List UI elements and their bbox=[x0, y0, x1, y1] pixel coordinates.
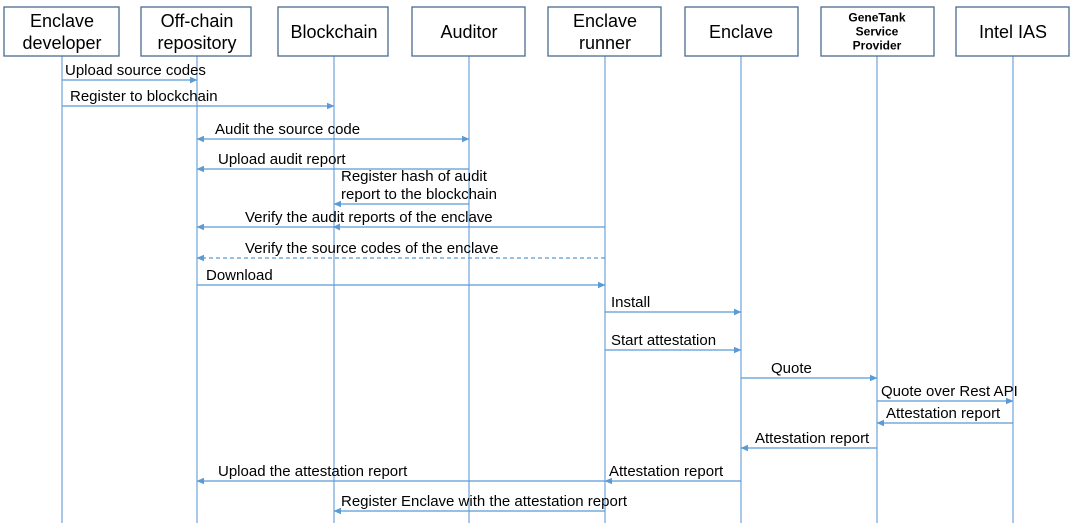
actor-box bbox=[820, 6, 935, 57]
actor-label: Blockchain bbox=[290, 22, 377, 42]
actor-label: Enclave bbox=[573, 11, 637, 31]
actor-box bbox=[140, 6, 252, 57]
message-3: Audit the source code bbox=[196, 121, 470, 143]
message-label: Install bbox=[611, 294, 650, 311]
message-9: Install bbox=[605, 294, 742, 316]
message-6: Verify the audit reports of the enclave bbox=[196, 209, 605, 231]
message-1: Upload source codes bbox=[62, 62, 206, 84]
arrowhead-mark bbox=[333, 223, 340, 231]
message-label: Download bbox=[206, 267, 273, 284]
message-4: Upload audit report bbox=[196, 151, 469, 173]
message-12: Quote over Rest API bbox=[877, 383, 1018, 405]
actor-label: GeneTank bbox=[848, 11, 905, 25]
message-2: Register to blockchain bbox=[62, 88, 335, 110]
message-label: Attestation report bbox=[609, 463, 724, 480]
actor-label: Service bbox=[856, 25, 899, 39]
message-label: report to the blockchain bbox=[341, 186, 497, 203]
actor-label: Enclave bbox=[709, 22, 773, 42]
message-label: Verify the source codes of the enclave bbox=[245, 240, 498, 257]
message-label: Register Enclave with the attestation re… bbox=[341, 493, 628, 510]
actor-label: Off-chain bbox=[161, 11, 234, 31]
message-17: Register Enclave with the attestation re… bbox=[333, 493, 628, 515]
message-label: Audit the source code bbox=[215, 121, 360, 138]
message-label: Upload the attestation report bbox=[218, 463, 408, 480]
message-label: Upload audit report bbox=[218, 151, 346, 168]
message-label: Register hash of audit bbox=[341, 168, 488, 185]
message-7: Verify the source codes of the enclave bbox=[196, 240, 605, 262]
actor-box bbox=[3, 6, 120, 57]
message-label: Verify the audit reports of the enclave bbox=[245, 209, 493, 226]
message-label: Attestation report bbox=[886, 405, 1001, 422]
actor-label: Enclave bbox=[30, 11, 94, 31]
message-14: Attestation report bbox=[740, 430, 877, 452]
message-label: Quote bbox=[771, 360, 812, 377]
actor-aud: Auditor bbox=[411, 6, 526, 57]
actor-label: repository bbox=[157, 33, 236, 53]
actor-label: Auditor bbox=[440, 22, 497, 42]
message-label: Attestation report bbox=[755, 430, 870, 447]
actor-label: runner bbox=[579, 33, 631, 53]
actor-bc: Blockchain bbox=[277, 6, 389, 57]
message-11: Quote bbox=[741, 360, 878, 382]
actor-box bbox=[955, 6, 1070, 57]
actor-label: developer bbox=[22, 33, 101, 53]
actor-box bbox=[277, 6, 389, 57]
actor-label: Intel IAS bbox=[979, 22, 1047, 42]
actor-box bbox=[547, 6, 662, 57]
message-label: Start attestation bbox=[611, 332, 716, 349]
actor-ias: Intel IAS bbox=[955, 6, 1070, 57]
actor-box bbox=[411, 6, 526, 57]
message-label: Register to blockchain bbox=[70, 88, 218, 105]
message-13: Attestation report bbox=[876, 405, 1013, 427]
actor-label: Provider bbox=[853, 39, 902, 53]
actor-enc: Enclave bbox=[684, 6, 799, 57]
message-label: Quote over Rest API bbox=[881, 383, 1018, 400]
actor-box bbox=[684, 6, 799, 57]
message-16: Upload the attestation report bbox=[196, 463, 605, 485]
message-label: Upload source codes bbox=[65, 62, 206, 79]
message-10: Start attestation bbox=[605, 332, 742, 354]
message-15: Attestation report bbox=[604, 463, 741, 485]
message-8: Download bbox=[197, 267, 606, 289]
